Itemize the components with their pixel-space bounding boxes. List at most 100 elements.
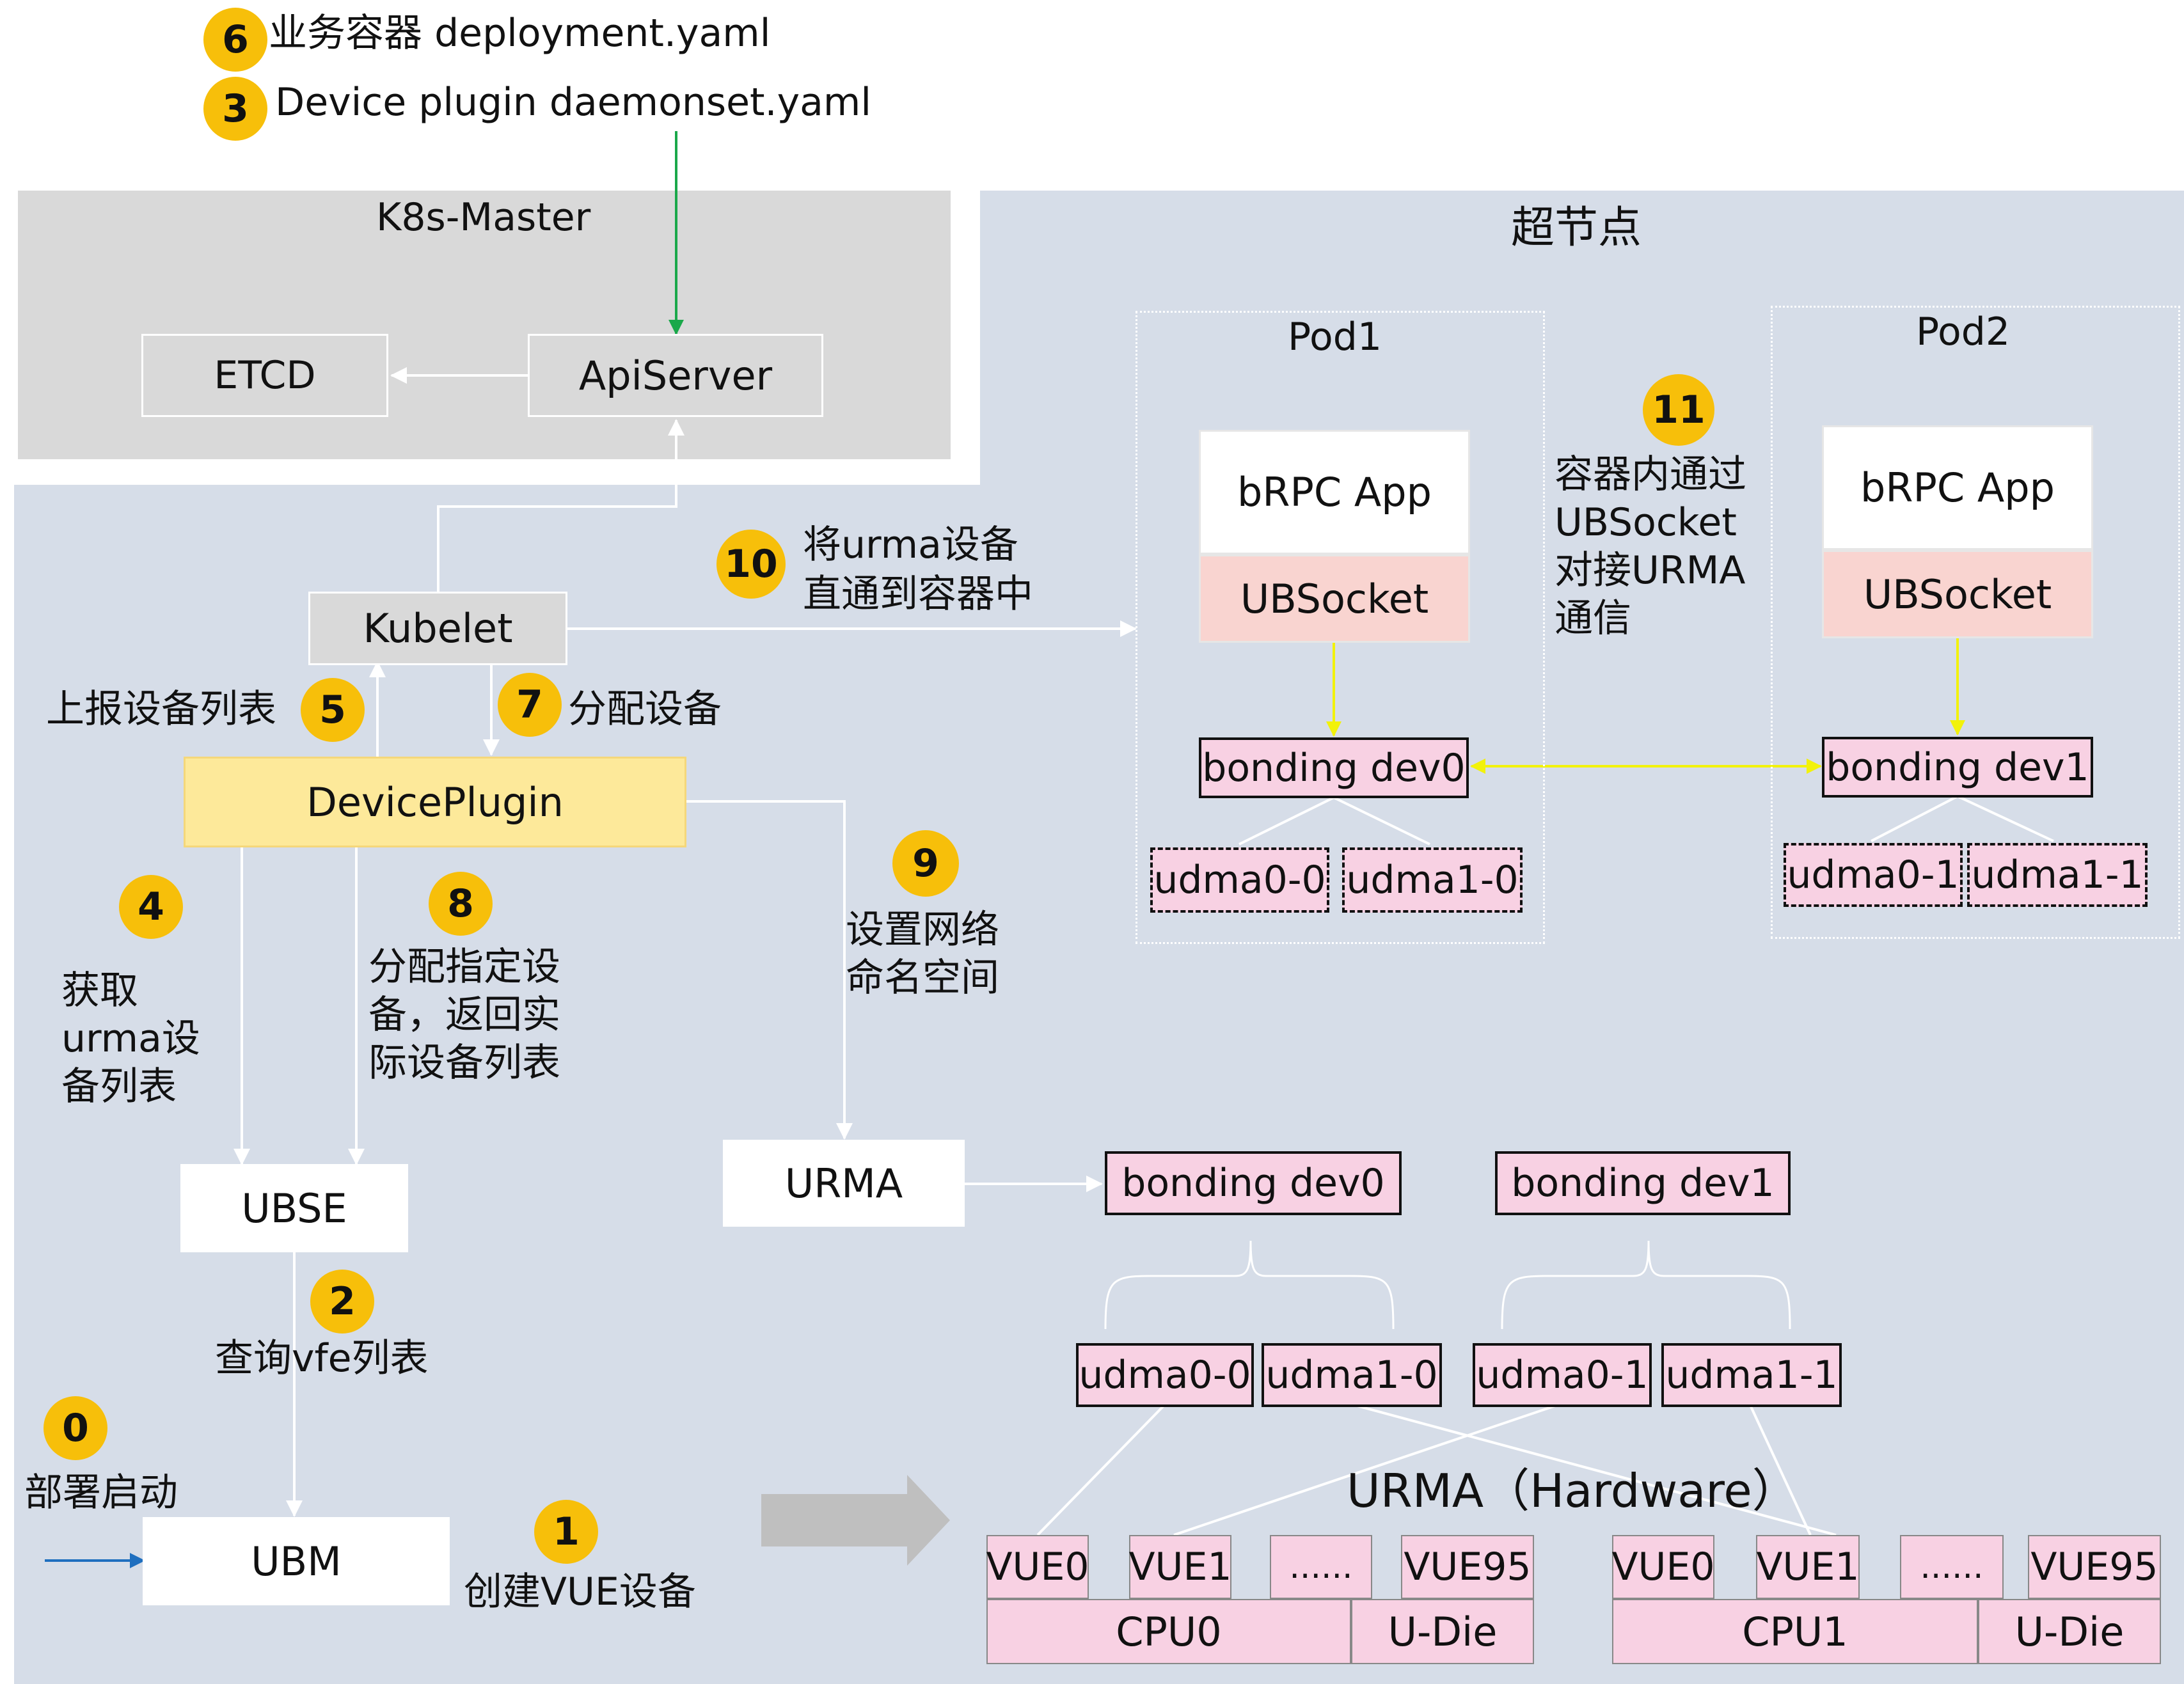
step-4-badge: 4 <box>119 875 183 939</box>
hw-udma1-1-label: udma1-1 <box>1665 1353 1838 1397</box>
urma-box: URMA <box>723 1140 965 1227</box>
step-6-badge: 6 <box>203 8 267 72</box>
pod2-udma1-1: udma1-1 <box>1967 843 2148 907</box>
cpu1-label: CPU1 <box>1742 1608 1848 1655</box>
pod1-udma1-0-label: udma1-0 <box>1346 858 1519 902</box>
step-6-number: 6 <box>222 17 249 62</box>
step-11-badge: 11 <box>1643 374 1714 446</box>
daemonset-yaml-label: Device plugin daemonset.yaml <box>275 80 872 125</box>
step-1-badge: 1 <box>534 1500 598 1564</box>
kubelet-box: Kubelet <box>308 592 567 665</box>
pod2-udma0-1: udma0-1 <box>1784 843 1963 907</box>
step-1-number: 1 <box>553 1509 580 1554</box>
cpu0-vue-ellipsis: ...... <box>1270 1535 1372 1599</box>
supernode-title: 超节点 <box>1511 203 1642 253</box>
allocate-specified-label-line1: 分配指定设 <box>368 945 560 989</box>
cpu1-vue1-label: VUE1 <box>1756 1545 1860 1589</box>
etcd-label: ETCD <box>214 353 316 398</box>
cpu1-box: CPU1 <box>1612 1599 1978 1664</box>
pod2-udma0-1-label: udma0-1 <box>1787 853 1959 897</box>
cpu0-vue1-label: VUE1 <box>1128 1545 1232 1589</box>
cpu0-udie: U-Die <box>1351 1599 1534 1664</box>
ubsocket-comm-label-line3: 对接URMA <box>1555 548 1746 593</box>
pod1-title: Pod1 <box>1288 315 1382 359</box>
ubse-label: UBSE <box>241 1184 347 1232</box>
pod2-brpc-app: bRPC App <box>1822 425 2093 550</box>
hw-bonding-dev1: bonding dev1 <box>1495 1151 1791 1215</box>
cpu0-vue1: VUE1 <box>1128 1535 1232 1599</box>
deviceplugin-label: DevicePlugin <box>306 778 564 826</box>
cpu1-udie: U-Die <box>1978 1599 2161 1664</box>
step-8-badge: 8 <box>429 872 493 936</box>
cpu1-vue95-label: VUE95 <box>2030 1545 2158 1589</box>
cpu0-vue95-label: VUE95 <box>1404 1545 1531 1589</box>
pod2-ubsocket-label: UBSocket <box>1863 571 2052 618</box>
pod1-udma0-0-label: udma0-0 <box>1153 858 1326 902</box>
get-urma-label-line3: 备列表 <box>61 1064 177 1109</box>
pod2-bonding-label: bonding dev1 <box>1826 744 2089 790</box>
hw-udma0-0-label: udma0-0 <box>1079 1353 1251 1397</box>
pod2-brpc-label: bRPC App <box>1860 464 2055 511</box>
cpu1-vue95: VUE95 <box>2028 1535 2161 1599</box>
pod2-container <box>1771 306 2180 939</box>
hw-udma1-0: udma1-0 <box>1262 1343 1442 1407</box>
step-3-number: 3 <box>222 86 249 131</box>
kubelet-label: Kubelet <box>363 605 513 652</box>
deployment-yaml-label: 业务容器 deployment.yaml <box>269 11 771 56</box>
step-0-number: 0 <box>62 1406 89 1451</box>
hw-udma0-1: udma0-1 <box>1473 1343 1652 1407</box>
hw-udma0-0: udma0-0 <box>1076 1343 1254 1407</box>
cpu0-vue95: VUE95 <box>1401 1535 1534 1599</box>
step-10-number: 10 <box>724 542 778 586</box>
cpu0-box: CPU0 <box>986 1599 1351 1664</box>
cpu1-dots-label: ...... <box>1920 1548 1984 1586</box>
set-netns-label-line1: 设置网络 <box>846 908 999 952</box>
step-0-badge: 0 <box>44 1396 107 1460</box>
deploy-start-label: 部署启动 <box>24 1470 178 1515</box>
step-9-badge: 9 <box>892 830 959 897</box>
step-2-badge: 2 <box>310 1270 374 1334</box>
pod1-brpc-app: bRPC App <box>1199 430 1470 555</box>
hw-bonding-dev0-label: bonding dev0 <box>1121 1161 1385 1206</box>
cpu0-vue0: VUE0 <box>986 1535 1089 1599</box>
ubse-box: UBSE <box>180 1164 408 1252</box>
apiserver-box: ApiServer <box>528 334 823 417</box>
ubsocket-comm-label-line4: 通信 <box>1555 596 1631 641</box>
ubm-label: UBM <box>251 1538 342 1585</box>
allocate-specified-label-line3: 际设备列表 <box>368 1041 560 1085</box>
k8s-master-title: K8s-Master <box>376 195 591 240</box>
pod2-ubsocket: UBSocket <box>1822 550 2093 638</box>
deviceplugin-box: DevicePlugin <box>184 757 686 847</box>
cpu0-label: CPU0 <box>1116 1608 1222 1655</box>
query-vfe-label: 查询vfe列表 <box>215 1336 429 1381</box>
get-urma-label-line2: urma设 <box>61 1016 200 1061</box>
get-urma-label-line1: 获取 <box>61 968 138 1013</box>
cpu1-vue0-label: VUE0 <box>1611 1545 1715 1589</box>
pod1-brpc-label: bRPC App <box>1237 469 1432 515</box>
step-8-number: 8 <box>447 881 474 926</box>
hw-bonding-dev1-label: bonding dev1 <box>1511 1161 1775 1206</box>
apiserver-label: ApiServer <box>578 352 773 399</box>
cpu0-dots-label: ...... <box>1289 1548 1353 1586</box>
urma-hardware-title: URMA（Hardware） <box>1347 1464 1798 1518</box>
ubsocket-comm-label-line1: 容器内通过 <box>1555 452 1746 497</box>
pod2-udma1-1-label: udma1-1 <box>1971 853 2144 897</box>
pod1-bonding-label: bonding dev0 <box>1202 745 1466 791</box>
ubm-box: UBM <box>143 1517 450 1605</box>
step-7-badge: 7 <box>498 673 562 737</box>
pod1-ubsocket: UBSocket <box>1199 555 1470 643</box>
supernode-panel <box>14 485 2184 1684</box>
cpu1-vue0: VUE0 <box>1611 1535 1715 1599</box>
etcd-box: ETCD <box>141 334 388 417</box>
urma-label: URMA <box>784 1160 903 1207</box>
step-5-badge: 5 <box>301 678 365 742</box>
step-5-number: 5 <box>319 688 346 732</box>
create-vue-label: 创建VUE设备 <box>464 1570 696 1614</box>
cpu1-udie-label: U-Die <box>2014 1608 2125 1655</box>
cpu1-vue-ellipsis: ...... <box>1900 1535 2004 1599</box>
step-4-number: 4 <box>138 885 164 929</box>
pod1-ubsocket-label: UBSocket <box>1240 575 1429 622</box>
step-3-badge: 3 <box>203 77 267 141</box>
pod1-container <box>1136 311 1545 944</box>
